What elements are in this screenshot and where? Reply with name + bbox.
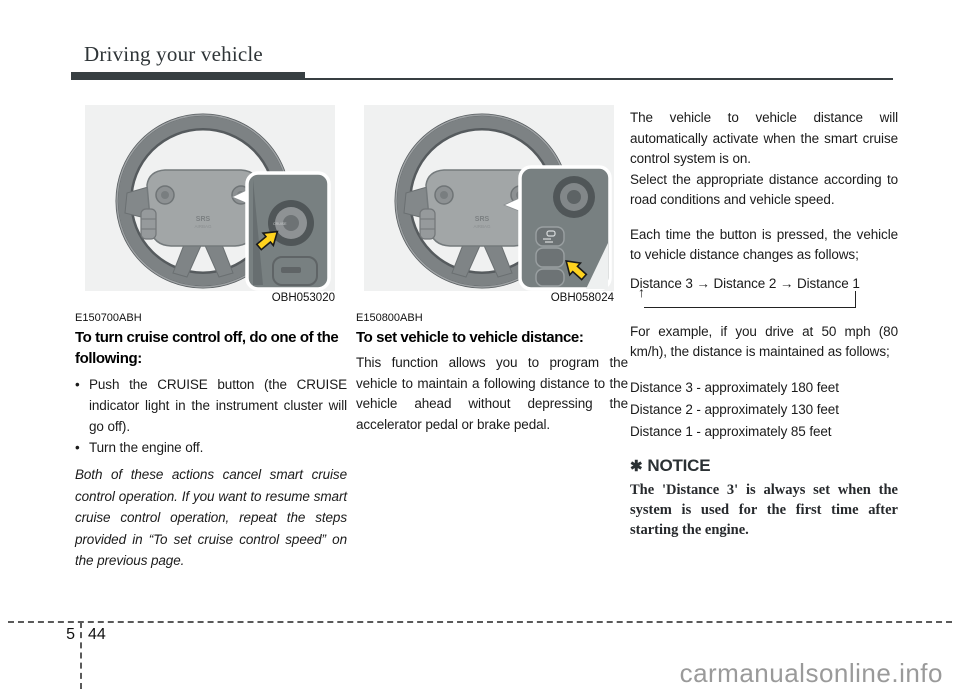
section-heading: To set vehicle to vehicle distance: <box>356 329 584 346</box>
header-rule-thin <box>71 78 893 80</box>
notice-body: The 'Distance 3' is always set when the … <box>630 481 898 538</box>
bullet-text: Push the CRUISE button (the CRUISE indic… <box>89 377 347 434</box>
figure-cruise-button: CRUISE <box>85 105 335 291</box>
figure-distance-button <box>364 105 614 291</box>
list-item: • Turn the engine off. <box>75 437 347 458</box>
callout-inset: CRUISE <box>245 171 331 291</box>
loop-back-line: ↑ <box>638 284 856 308</box>
distance-sequence: Distance 3 → Distance 2 → Distance 1 <box>630 275 860 291</box>
bullet-icon: • <box>75 377 80 392</box>
body-paragraph: Each time the button is pressed, the veh… <box>630 226 898 263</box>
header-rule-thick <box>71 72 305 80</box>
body-paragraph: This function allows you to program the … <box>356 355 628 432</box>
distance-item: Distance 3 - approximately 180 feet <box>630 379 839 395</box>
body-paragraph: Select the appropriate distance accordin… <box>630 171 898 208</box>
figure-caption: OBH053020 <box>271 292 335 304</box>
body-paragraph: The vehicle to vehicle distance will aut… <box>630 110 898 166</box>
distance-list: Distance 3 - approximately 180 feet Dist… <box>630 377 898 443</box>
footer-dashed-rule <box>8 621 952 623</box>
section-code: E150700ABH <box>75 312 142 324</box>
italic-note: Both of these actions cancel smart cruis… <box>75 467 347 568</box>
list-item: • Push the CRUISE button (the CRUISE ind… <box>75 374 347 437</box>
steering-wheel-illustration: CRUISE <box>85 105 335 291</box>
bullet-list: • Push the CRUISE button (the CRUISE ind… <box>75 374 347 458</box>
section-heading: To turn cruise control off, do one of th… <box>75 329 339 367</box>
notice-title-text: NOTICE <box>647 455 711 475</box>
page-number: 44 <box>88 626 106 643</box>
chapter-number: 5 <box>66 626 75 643</box>
footer-dashed-vertical-rule <box>80 622 82 689</box>
page-title: Driving your vehicle <box>84 42 263 66</box>
asterisk-icon: ✱ <box>630 457 643 475</box>
column-left: CRUISE OBH053020 E150700ABH To turn crui… <box>75 105 347 572</box>
distance-item: Distance 2 - approximately 130 feet <box>630 401 839 417</box>
section-code: E150800ABH <box>356 312 423 324</box>
column-right: The vehicle to vehicle distance will aut… <box>630 108 898 540</box>
bullet-text: Turn the engine off. <box>89 440 204 455</box>
bullet-icon: • <box>75 440 80 455</box>
notice-heading: ✱NOTICE <box>630 456 898 476</box>
watermark: carmanualsonline.info <box>679 658 943 688</box>
vehicle-distance-icon <box>543 230 556 243</box>
figure-caption: OBH058024 <box>550 292 614 304</box>
svg-text:CRUISE: CRUISE <box>273 222 287 226</box>
column-middle: OBH058024 E150800ABH To set vehicle to v… <box>356 105 628 435</box>
callout-inset <box>518 165 612 291</box>
loop-up-arrow-icon: ↑ <box>638 283 645 300</box>
body-paragraph: For example, if you drive at 50 mph (80 … <box>630 323 898 360</box>
steering-wheel-illustration <box>364 105 614 291</box>
distance-item: Distance 1 - approximately 85 feet <box>630 423 832 439</box>
page-header: Driving your vehicle <box>84 42 263 67</box>
